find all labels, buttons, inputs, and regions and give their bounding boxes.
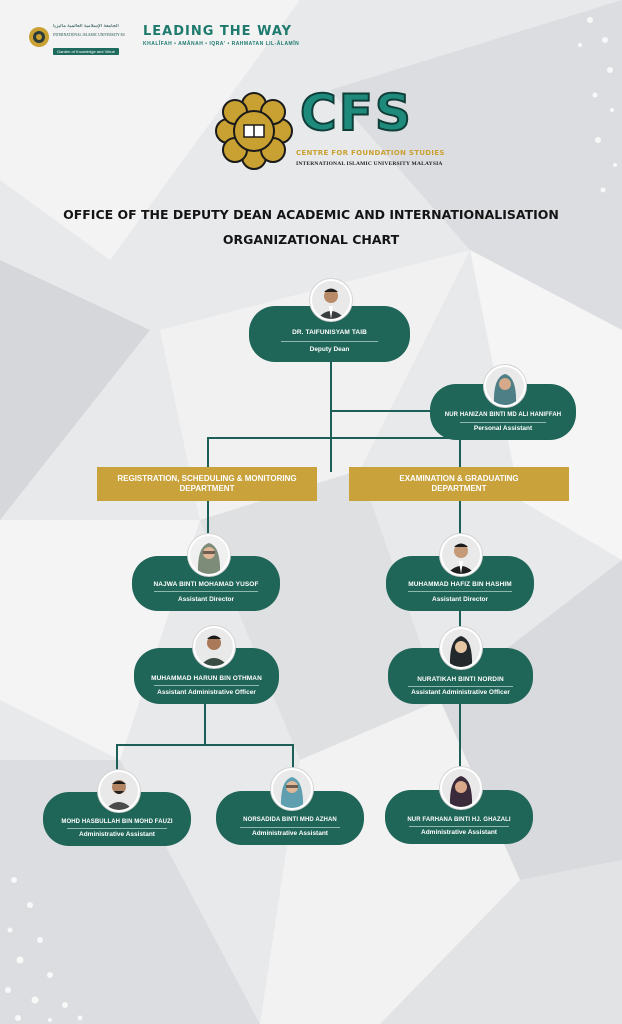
cfs-emblem-icon (215, 92, 293, 170)
dept-right-line1: EXAMINATION & GRADUATING (399, 474, 519, 483)
left-aa2-role: Administrative Assistant (252, 830, 328, 837)
page-subtitle: ORGANIZATIONAL CHART (222, 232, 400, 247)
iium-arabic: الجامعة الإسلامية العالمية ماليزيا (53, 24, 119, 29)
dept-right-line2: DEPARTMENT (431, 484, 487, 493)
iium-name: INTERNATIONAL ISLAMIC UNIVERSITY MALAYSI… (53, 33, 125, 37)
left-ad-name: NAJWA BINTI MOHAMAD YUSOF (153, 581, 259, 588)
deputy-dean-role: Deputy Dean (309, 346, 350, 353)
left-aa2-name: NORSADIDA BINTI MHD AZHAN (243, 817, 337, 823)
left-ad-role: Assistant Director (178, 596, 234, 603)
iium-logo: الجامعة الإسلامية العالمية ماليزيا INTER… (28, 24, 125, 58)
avatar-left-admin-assistant-1 (98, 770, 140, 812)
avatar-personal-assistant (484, 365, 526, 407)
node-right-asst-admin-officer: NURATIKAH BINTI NORDIN Assistant Adminis… (388, 648, 533, 704)
right-aa-role: Administrative Assistant (421, 829, 497, 836)
iium-emblem-icon (29, 27, 49, 47)
cfs-subtitle: CENTRE FOR FOUNDATION STUDIES (296, 149, 445, 157)
right-ad-role: Assistant Director (432, 596, 488, 603)
left-aa1-role: Administrative Assistant (79, 831, 155, 838)
dept-left-line1: REGISTRATION, SCHEDULING & MONITORING (117, 474, 297, 483)
page-title: OFFICE OF THE DEPUTY DEAN ACADEMIC AND I… (63, 207, 559, 222)
right-aa-name: NUR FARHANA BINTI HJ. GHAZALI (407, 817, 511, 823)
pa-name: NUR HANIZAN BINTI MD ALI HANIFFAH (444, 412, 562, 418)
cfs-wordmark: CFS (299, 83, 413, 143)
left-aao-name: MUHAMMAD HARUN BIN OTHMAN (151, 675, 262, 682)
avatar-right-admin-assistant (440, 767, 482, 809)
right-aao-role: Assistant Administrative Officer (411, 689, 510, 696)
pa-role: Personal Assistant (473, 425, 533, 432)
deputy-dean-name: DR. TAIFUNISYAM TAIB (292, 329, 367, 336)
left-aa1-name: MOHD HASBULLAH BIN MOHD FAUZI (61, 819, 173, 825)
avatar-deputy-dean (310, 279, 352, 321)
cfs-university: INTERNATIONAL ISLAMIC UNIVERSITY MALAYSI… (296, 161, 443, 167)
avatar-left-admin-assistant-2 (271, 768, 313, 810)
right-ad-name: MUHAMMAD HAFIZ BIN HASHIM (408, 581, 512, 588)
cfs-logo: CFS CENTRE FOR FOUNDATION STUDIES INTERN… (214, 83, 444, 174)
leading-subtitle: KHALĪFAH • AMĀNAH • IQRA' • RAHMATAN LIL… (143, 41, 300, 47)
iium-tagline: Garden of Knowledge and Virtue (53, 48, 119, 55)
leading-title: LEADING THE WAY (143, 24, 293, 39)
avatar-right-asst-admin-officer (440, 627, 482, 669)
avatar-right-assistant-director (440, 534, 482, 576)
dept-left-line2: DEPARTMENT (179, 484, 235, 493)
avatar-left-assistant-director (188, 534, 230, 576)
avatar-left-asst-admin-officer (193, 626, 235, 668)
right-aao-name: NURATIKAH BINTI NORDIN (417, 676, 504, 683)
leading-the-way: LEADING THE WAY KHALĪFAH • AMĀNAH • IQRA… (143, 24, 303, 47)
left-aao-role: Assistant Administrative Officer (157, 689, 256, 696)
